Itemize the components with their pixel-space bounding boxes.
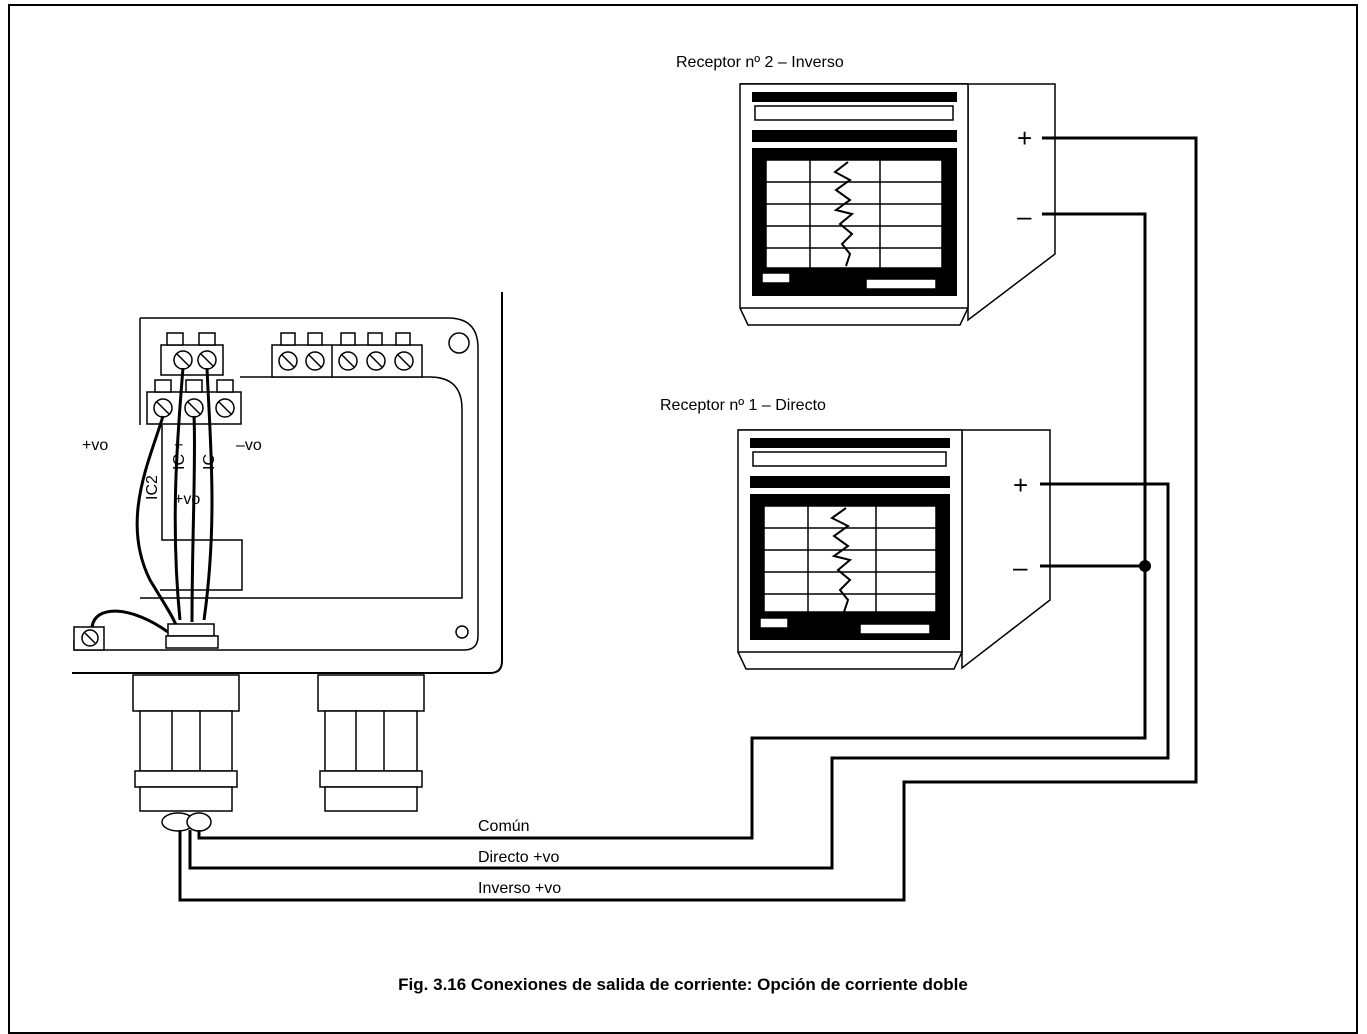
wire-common-label: Común — [478, 818, 530, 835]
receiver-2-label: Receptor nº 2 – Inverso — [676, 54, 844, 71]
receiver-1-minus-sign: – — [1013, 552, 1028, 582]
receiver-1-plus-sign: + — [1013, 470, 1028, 500]
internal-wires — [90, 367, 219, 649]
transmitter-housing — [72, 292, 503, 674]
receiver-2-minus-sign: – — [1017, 201, 1032, 231]
receiver-1-recorder — [737, 429, 1051, 670]
receiver-2-plus-sign: + — [1017, 123, 1032, 153]
vo-plus-center-label: +vo — [174, 491, 200, 508]
terminal-block-auxiliary — [271, 332, 423, 378]
terminal-block-output — [160, 332, 224, 376]
vo-plus-left-label: +vo — [82, 437, 108, 454]
wire-inverse-label: Inverso +vo — [478, 880, 561, 897]
cable-gland-right — [317, 674, 425, 812]
figure-caption: Fig. 3.16 Conexiones de salida de corrie… — [398, 975, 968, 994]
external-wiring — [178, 136, 1198, 902]
vo-minus-label: –vo — [236, 437, 262, 454]
ic-minus-label: IC – — [201, 441, 218, 470]
earth-terminal — [73, 626, 105, 651]
ic-plus-label: IC + — [171, 440, 188, 470]
common-junction-dot — [1139, 560, 1151, 572]
receiver-2-recorder — [739, 83, 1056, 326]
ic2-label: IC2 — [144, 475, 161, 500]
receiver-1-label: Receptor nº 1 – Directo — [660, 397, 826, 414]
cable-gland-left — [132, 674, 240, 832]
terminal-block-ic — [146, 379, 242, 425]
wire-direct-label: Directo +vo — [478, 849, 559, 866]
